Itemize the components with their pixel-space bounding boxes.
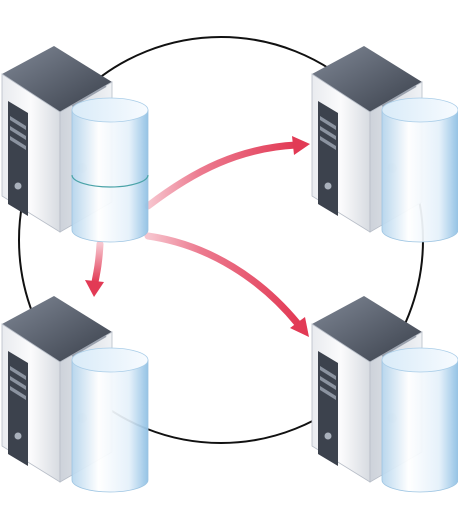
storage-cylinder-icon	[72, 348, 148, 492]
replication-arrow-icon	[148, 236, 298, 324]
replication-arrow-icon	[148, 145, 296, 206]
storage-cylinder-icon	[382, 98, 458, 242]
server-node-top-left	[2, 46, 148, 242]
arrowhead-icon	[85, 280, 104, 297]
replication-arrow-icon	[95, 244, 100, 282]
storage-cylinder-icon	[382, 348, 458, 492]
server-node-bottom-right	[312, 296, 458, 492]
server-node-bottom-left	[2, 296, 148, 492]
storage-cylinder-icon	[72, 98, 148, 242]
arrowhead-icon	[292, 136, 310, 155]
server-node-top-right	[312, 46, 458, 242]
